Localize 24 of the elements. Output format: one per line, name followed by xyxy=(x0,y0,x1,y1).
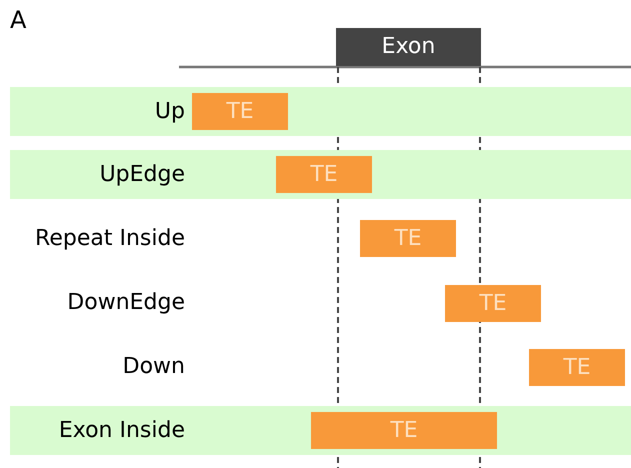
exon-box xyxy=(336,28,481,66)
te-box xyxy=(192,93,288,130)
te-box xyxy=(311,412,497,449)
te-label: TE xyxy=(389,420,419,442)
te-box xyxy=(529,349,625,386)
row-label: Down xyxy=(122,356,185,378)
te-label: TE xyxy=(393,228,423,250)
row-band xyxy=(10,406,631,455)
row-band xyxy=(10,87,631,136)
exon-label: Exon xyxy=(380,36,436,58)
row-label: UpEdge xyxy=(100,164,185,186)
te-label: TE xyxy=(225,100,255,122)
te-box xyxy=(360,220,456,257)
row-label: Up xyxy=(154,100,185,122)
panel-letter: A xyxy=(10,8,26,32)
row-band xyxy=(10,150,631,199)
te-box xyxy=(445,285,541,322)
te-label: TE xyxy=(309,164,339,186)
te-label: TE xyxy=(562,356,592,378)
row-label: Repeat Inside xyxy=(35,228,185,250)
row-label: Exon Inside xyxy=(58,420,185,442)
row-label: DownEdge xyxy=(67,292,185,314)
te-box xyxy=(276,156,372,193)
te-label: TE xyxy=(478,292,508,314)
